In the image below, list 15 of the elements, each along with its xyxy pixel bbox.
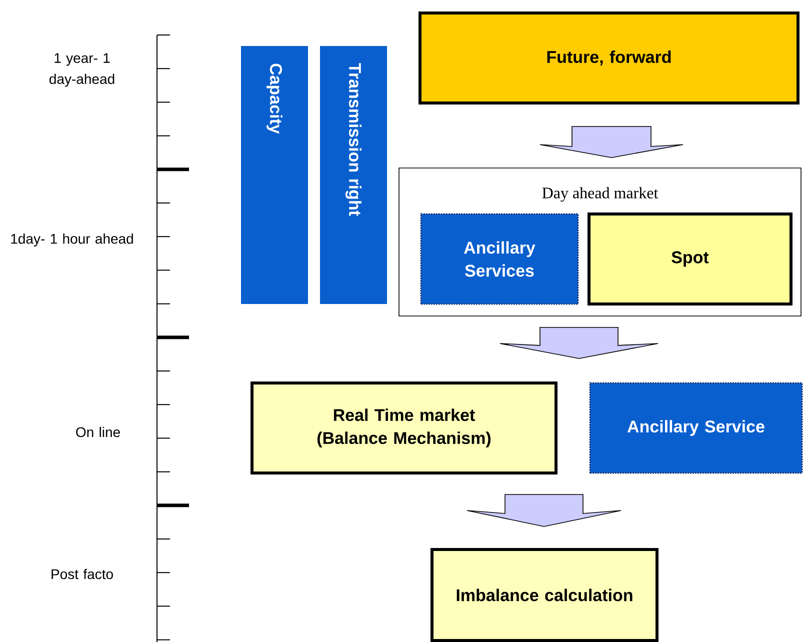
- process-box: Imbalance calculation: [430, 548, 658, 642]
- time-label: 1 year- 1 day-ahead: [50, 53, 114, 87]
- service-box: Ancillary Service: [589, 382, 803, 474]
- service-box: Ancillary Services: [420, 213, 579, 305]
- time-label: 1day- 1 hour ahead: [11, 233, 133, 247]
- block-arrow: [466, 494, 622, 527]
- vertical-bar: Capacity: [241, 46, 308, 304]
- process-box: Spot: [588, 212, 792, 306]
- block-arrow: [540, 126, 684, 158]
- block-arrow: [500, 327, 658, 359]
- process-box: Future, forward: [418, 12, 800, 104]
- time-label: Post facto: [52, 568, 113, 580]
- time-label: On line: [76, 426, 120, 438]
- process-box: Real Time market (Balance Mechanism): [250, 382, 558, 474]
- vertical-bar: Transmission right: [320, 46, 387, 304]
